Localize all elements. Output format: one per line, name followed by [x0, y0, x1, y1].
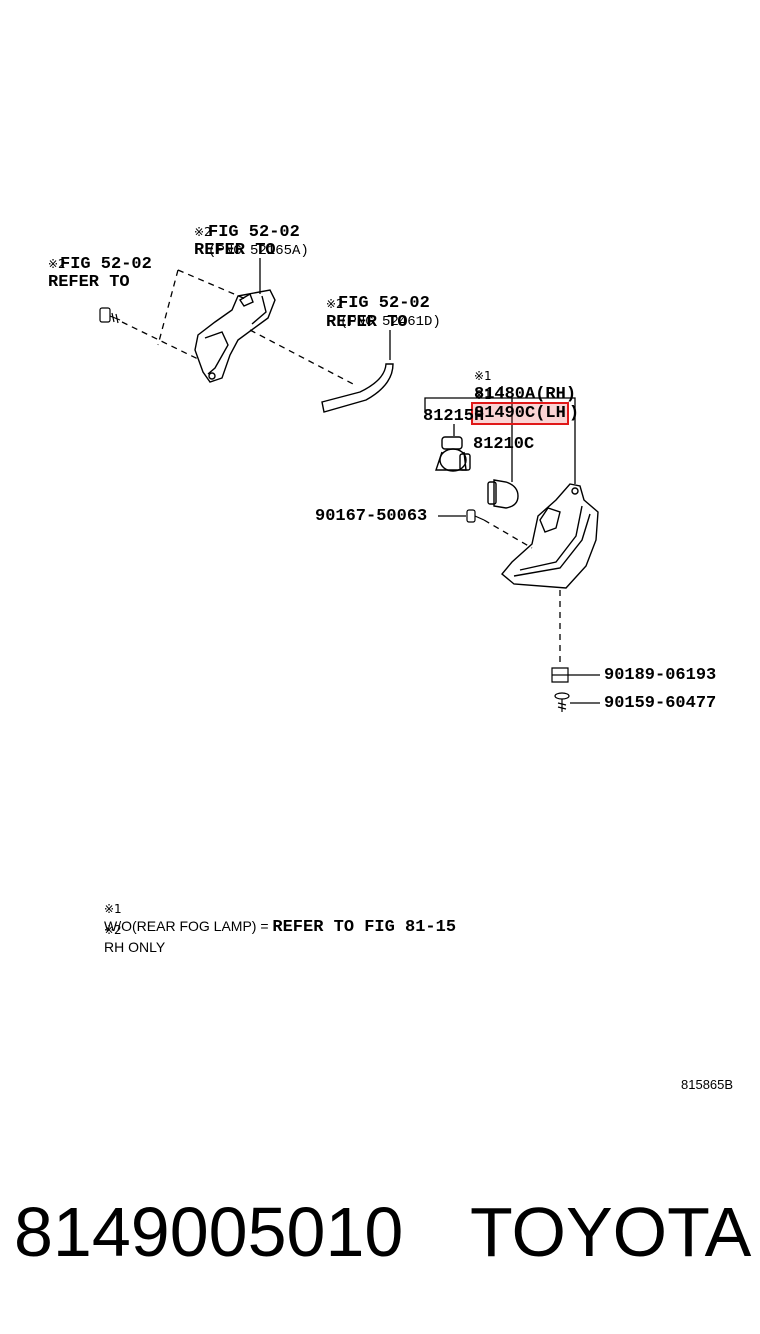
part-label-rh[interactable]: ※1 81480A(RH): [458, 349, 576, 422]
note-text: RH ONLY: [104, 939, 166, 955]
part-label-lh[interactable]: ※1 81490C(LH): [458, 368, 579, 441]
callout-refer-c: ※2 REFER TO: [310, 277, 408, 350]
bracket: [194, 289, 276, 383]
part-number-lh-highlighted[interactable]: 81490C(LH: [471, 402, 569, 425]
callout-refer-a: ※2 REFER TO: [32, 237, 130, 310]
note-mark: ※2: [326, 297, 344, 311]
screw-90159: [554, 692, 570, 712]
lamp-housing: [501, 483, 599, 589]
callout-figure: FIG 52-02: [60, 255, 152, 274]
nut-90189: [551, 667, 569, 683]
note-mark: ※1: [104, 902, 122, 916]
dashed-leader: [177, 269, 249, 301]
note-mark: ※1: [474, 369, 492, 383]
screw-90167: [466, 509, 485, 523]
part-number-81215h[interactable]: 81215H: [423, 407, 485, 426]
trim-strip: [321, 363, 394, 413]
leader-line: [501, 386, 576, 484]
note-1: ※1 W/O(REAR FOG LAMP) = REFER TO FIG 81-…: [88, 882, 456, 955]
callout-figure: FIG 52-02: [208, 223, 300, 242]
bulb: [487, 479, 519, 509]
callout-text: REFER TO: [194, 241, 276, 260]
dashed-leader: [249, 329, 356, 386]
part-number-rh[interactable]: 81480A(RH): [474, 385, 577, 404]
part-number-90167[interactable]: 90167-50063: [315, 507, 428, 526]
dashed-leader: [121, 321, 201, 361]
part-number-81210c[interactable]: 81210C: [473, 435, 535, 454]
callout-pnc: (PNC 52461D): [340, 314, 441, 330]
note-reference: REFER TO FIG 81-15: [272, 918, 457, 937]
note-mark: ※2: [48, 257, 66, 271]
part-number-90189[interactable]: 90189-06193: [604, 666, 717, 685]
part-number-90159[interactable]: 90159-60477: [604, 694, 717, 713]
footer-brand: TOYOTA: [470, 1193, 752, 1271]
note-mark: ※2: [194, 225, 212, 239]
figure-code: 815865B: [681, 1077, 734, 1092]
part-number-suffix: ): [568, 404, 580, 423]
callout-pnc: (PNC 52165A): [208, 243, 309, 259]
dashed-leader: [157, 269, 179, 346]
callout-figure: FIG 52-02: [338, 294, 430, 313]
callout-text: REFER TO: [326, 313, 408, 332]
dashed-leader: [483, 519, 533, 549]
note-text: W/O(REAR FOG LAMP) =: [104, 918, 273, 934]
note-mark: ※1: [474, 388, 492, 402]
callout-refer-b: ※2 REFER TO: [178, 205, 276, 278]
bolt-left: [99, 307, 121, 324]
socket: [435, 436, 471, 472]
note-2: ※2 RH ONLY: [88, 903, 165, 975]
callout-text: REFER TO: [48, 273, 130, 292]
footer-part-number: 8149005010: [14, 1193, 404, 1271]
note-mark: ※2: [104, 923, 122, 937]
